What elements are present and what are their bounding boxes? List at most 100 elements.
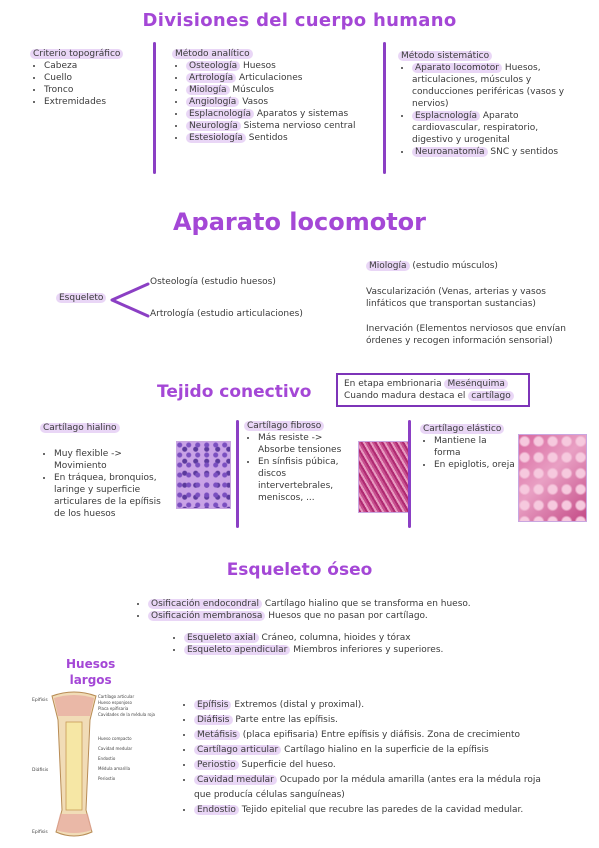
divider-line [383,42,386,174]
term-description: Tejido epitelial que recubre las paredes… [238,805,524,815]
vascularizacion-text: Vascularización (Venas, arterias y vasos… [366,287,546,309]
hyaline-cartilage-micrograph [176,441,231,509]
section-title-divisiones: Divisiones del cuerpo humano [142,10,457,31]
divider-line [153,42,156,174]
bone-label-right: Cartílago articular [98,694,135,699]
fibrous-cartilage-micrograph [358,441,410,513]
cartilago-fibroso-column: Cartílago fibroso Más resiste -> Absorbe… [244,420,356,504]
list-item: Epífisis Extremos (distal y proximal). [194,698,550,713]
list-item: Angiología Vasos [186,96,377,108]
term-description: Cráneo, columna, hioides y tórax [258,633,411,643]
huesos-largos-title: Huesos largos [66,657,116,687]
term-description: Sistema nervioso central [240,121,356,131]
branch-bracket [110,282,150,318]
bone-label-right: Médula amarilla [98,766,131,771]
list-item: Esplacnología Aparatos y sistemas [186,108,377,120]
term-description: Aparato cardiovascular, respiratorio, di… [412,111,539,145]
term-description: (placa epifisaria) Entre epífisis y diáf… [239,730,521,740]
miologia-line: Miología (estudio músculos) [366,260,581,272]
section-title-esqueleto-oseo: Esqueleto óseo [226,560,373,580]
list-item: Cartílago articular Cartílago hialino en… [194,743,550,758]
term-description: Cartílago hialino que se transforma en h… [261,599,471,609]
long-bone-diagram: Epífisis Diáfisis Epífisis Cartílago art… [30,690,170,840]
bone-label-left-0: Epífisis [32,698,48,703]
cartilago-hialino-list: Muy flexible -> MovimientoEn tráquea, br… [40,448,170,520]
cartilago-elastico-heading: Cartílago elástico [420,424,505,434]
term-description: Huesos que no pasan por cartílago. [265,611,428,621]
osificacion-list-wrapper: Osificación endocondral Cartílago hialin… [134,598,564,622]
term-highlight: Esplacnología [412,111,480,121]
term-highlight: Neurología [186,121,241,131]
metodo-sistematico-heading: Método sistemático [398,51,493,61]
term-highlight: Aparato locomotor [412,63,502,73]
bone-label-right: Endostio [98,756,116,761]
term-highlight: Cavidad medular [194,775,277,785]
list-item: Neuroanatomía SNC y sentidos [412,146,580,158]
list-item: Cuello [44,72,148,84]
list-item: Metáfisis (placa epifisaria) Entre epífi… [194,728,550,743]
list-item: En sínfisis púbica, discos intervertebra… [258,456,356,504]
metodo-analitico-list: Osteología HuesosArtrología Articulacion… [172,60,377,144]
esqueleto-division-wrapper: Esqueleto axial Cráneo, columna, hioides… [170,632,580,656]
list-item: Esqueleto apendicular Miembros inferiore… [184,644,580,656]
list-item: Miología Músculos [186,84,377,96]
list-item: Tronco [44,84,148,96]
term-description: Superficie del hueso. [238,760,336,770]
term-description: SNC y sentidos [487,147,559,157]
metodo-sistematico-list: Aparato locomotor Huesos, articulaciones… [398,62,580,158]
term-highlight: Artrología [186,73,237,83]
term-highlight: Esqueleto axial [184,633,259,643]
bone-label-right: Placa epifisaria [98,706,129,711]
list-item: Esplacnología Aparato cardiovascular, re… [412,110,580,146]
list-item: Diáfisis Parte entre las epífisis. [194,713,550,728]
elastic-cartilage-micrograph [518,434,587,522]
term-highlight: Esplacnología [186,109,254,119]
list-item: En tráquea, bronquios, laringe y superfi… [54,472,170,520]
bone-parts-wrapper: Epífisis Extremos (distal y proximal).Di… [180,698,550,818]
list-item: Mantiene la forma [434,435,515,459]
list-item: Esqueleto axial Cráneo, columna, hioides… [184,632,580,644]
list-item: Cavidad medular Ocupado por la médula am… [194,773,550,803]
term-description: Extremos (distal y proximal). [231,700,365,710]
term-highlight: Cartílago articular [194,745,282,755]
list-item: Cabeza [44,60,148,72]
cartilago-fibroso-heading: Cartílago fibroso [244,421,325,431]
criterio-topografico-column: Criterio topográfico CabezaCuelloTroncoE… [30,48,148,108]
bone-labels-right-top: Cartílago articular Hueso esponjoso Plac… [98,694,170,718]
term-highlight: Neuroanatomía [412,147,488,157]
term-highlight: Miología [186,85,230,95]
term-highlight: Esqueleto apendicular [184,645,291,655]
bone-label-right: Hueso esponjoso [98,700,132,705]
term-highlight: Periostio [194,760,239,770]
bone-label-left-1: Diáfisis [32,768,49,773]
bone-label-right: Cavidades de la médula roja [98,712,156,717]
divider-line [408,420,411,528]
term-highlight: Osificación membranosa [148,611,266,621]
list-item: En epiglotis, oreja [434,459,515,471]
list-item: Periostio Superficie del hueso. [194,758,550,773]
term-description: Músculos [229,85,274,95]
term-highlight: Osificación endocondral [148,599,262,609]
term-highlight: Epífisis [194,700,232,710]
term-description: Miembros inferiores y superiores. [290,645,444,655]
list-item: Neurología Sistema nervioso central [186,120,377,132]
term-description: Parte entre las epífisis. [232,715,338,725]
list-item: Aparato locomotor Huesos, articulaciones… [412,62,580,110]
metodo-analitico-heading: Método analítico [172,49,253,59]
inervacion-text: Inervación (Elementos nerviosos que enví… [366,324,566,346]
list-item: Endostio Tejido epitelial que recubre la… [194,803,550,818]
cartilago-hialino-column: Cartílago hialino Muy flexible -> Movimi… [40,422,170,520]
cartilago-elastico-list: Mantiene la formaEn epiglotis, oreja [420,435,515,471]
artrologia-branch: Artrología (estudio articulaciones) [150,309,303,319]
divider-line [236,420,239,528]
bone-label-right: Periostio [98,776,116,781]
term-description: Sentidos [245,133,288,143]
list-item: Muy flexible -> Movimiento [54,448,170,472]
osteologia-branch: Osteología (estudio huesos) [150,277,276,287]
esqueleto-division-list: Esqueleto axial Cráneo, columna, hioides… [170,632,580,656]
term-highlight: Angiología [186,97,240,107]
cartilago-fibroso-list: Más resiste -> Absorbe tensionesEn sínfi… [244,432,356,504]
bone-labels-right-bottom: Hueso compacto Cavidad medular Endostio … [98,734,170,784]
list-item: Osificación membranosa Huesos que no pas… [148,610,564,622]
bone-label-left-2: Epífisis [32,830,48,835]
